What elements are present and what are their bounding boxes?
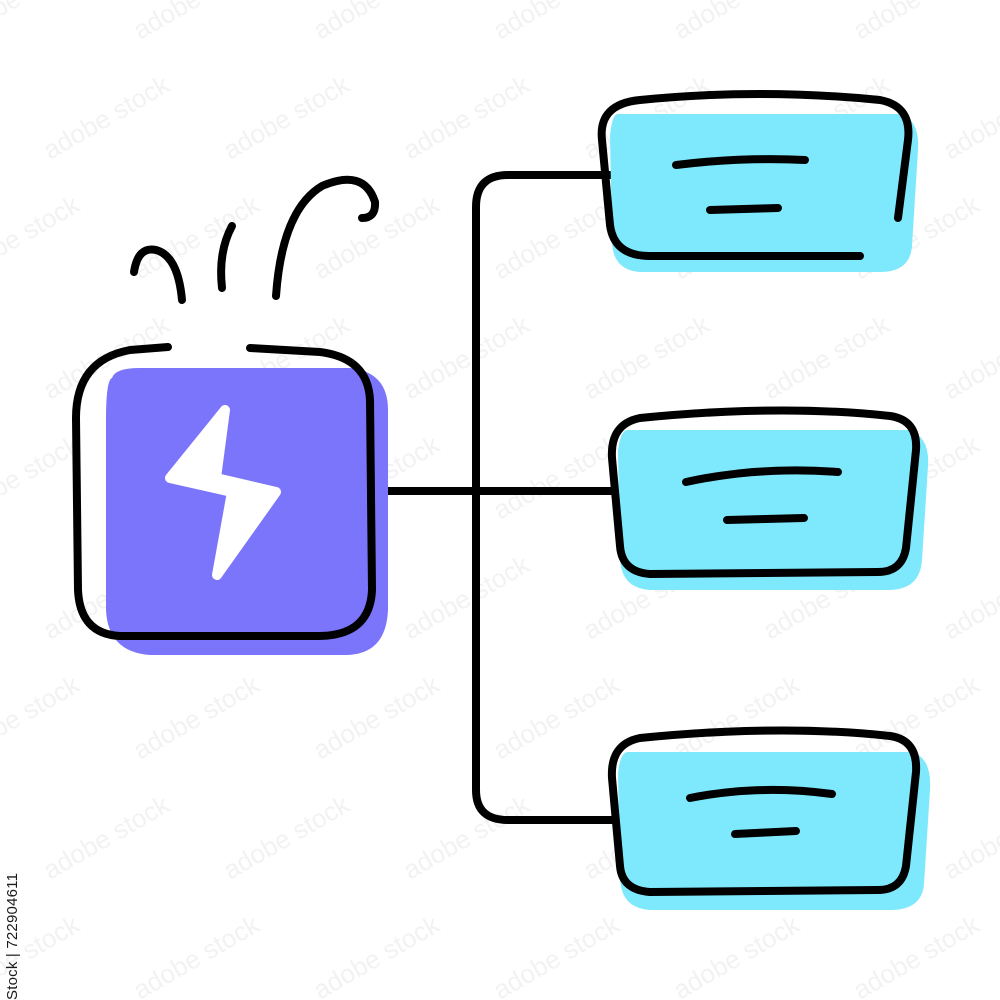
list-node-middle <box>607 406 929 590</box>
watermark-text: adobe stock <box>218 789 355 886</box>
watermark-text: adobe stock <box>398 549 535 646</box>
hub-node <box>72 343 388 655</box>
watermark-text: adobe stock <box>218 69 355 166</box>
connector-lines <box>368 171 616 824</box>
watermark-text: adobe stock <box>0 0 85 45</box>
node-middle-outline <box>607 406 921 578</box>
watermark-text: adobe stock <box>668 0 805 45</box>
watermark-text: adobe stock <box>848 0 985 45</box>
lightning-bolt-icon <box>165 405 281 580</box>
watermark-text: adobe stock <box>938 549 1000 646</box>
watermark-text: adobe stock <box>128 909 265 1000</box>
watermark-text: adobe stock <box>488 429 625 526</box>
watermark-text: adobe stock <box>758 309 895 406</box>
watermark-text: adobe stock <box>128 0 265 45</box>
watermark-text: adobe stock <box>0 669 85 766</box>
node-top-outline <box>597 90 913 260</box>
watermark-text: adobe stock <box>488 909 625 1000</box>
watermark-text: adobe stock <box>938 309 1000 406</box>
watermark-text: adobe stock <box>398 789 535 886</box>
watermark-text: adobe stock <box>938 789 1000 886</box>
watermark-text: adobe stock <box>308 909 445 1000</box>
stock-id-caption: Stock | 722904611 <box>4 872 21 1000</box>
activity-spark-icon <box>130 175 380 304</box>
watermark-text: adobe stock <box>0 189 85 286</box>
hub-outline-main <box>72 343 376 640</box>
watermark-text: adobe stock <box>578 309 715 406</box>
watermark-text: adobe stock <box>128 189 265 286</box>
node-top-fill <box>610 114 919 272</box>
watermark-text: adobe stock <box>308 669 445 766</box>
watermark-text: adobe stock <box>848 909 985 1000</box>
watermark-text: adobe stock <box>128 669 265 766</box>
watermark-text: adobe stock <box>398 309 535 406</box>
spark-middle <box>217 222 236 292</box>
node-middle-fill <box>618 430 929 590</box>
watermark-text: adobe stock <box>308 0 445 45</box>
watermark-text: adobe stock <box>668 909 805 1000</box>
spark-left <box>130 245 186 304</box>
list-node-top <box>597 90 919 272</box>
watermark-text: adobe stock <box>38 69 175 166</box>
watermark-text: adobe stock <box>398 69 535 166</box>
list-node-bottom <box>607 726 931 910</box>
text-lines-icon <box>686 785 836 838</box>
watermark-text: adobe stock <box>488 0 625 45</box>
text-lines-icon <box>682 466 842 524</box>
connector-trunk <box>472 171 616 824</box>
watermark-text: adobe stock <box>488 669 625 766</box>
spark-right <box>272 175 380 300</box>
node-bottom-outline <box>607 726 921 896</box>
watermark-text: adobe stock <box>668 669 805 766</box>
text-lines-icon <box>672 155 809 214</box>
watermark-text: adobe stock <box>938 69 1000 166</box>
watermark-text: adobe stock <box>38 789 175 886</box>
